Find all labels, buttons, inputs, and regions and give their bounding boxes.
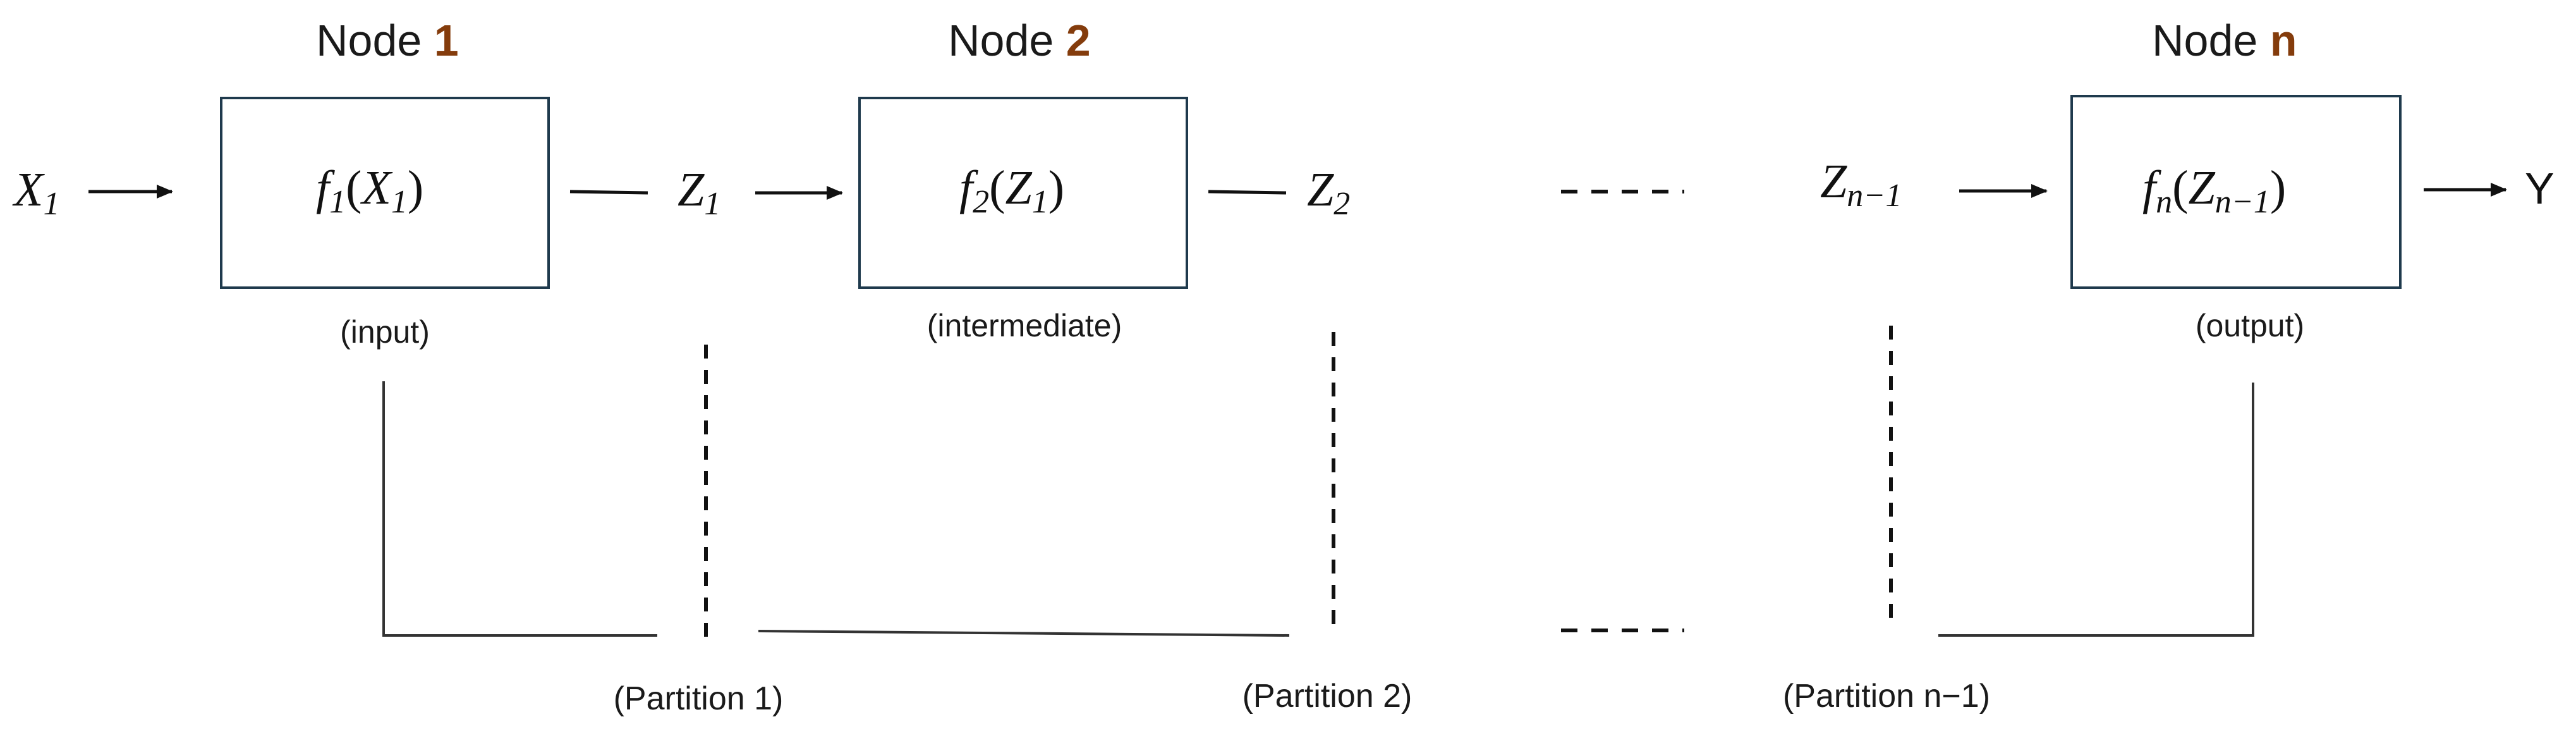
partition-label-2: (Partition 2)	[1242, 678, 1413, 715]
node-2-box	[858, 97, 1188, 289]
node-n-role: (output)	[2196, 308, 2304, 343]
node-1-number: 1	[434, 16, 459, 65]
intermediate-zn-1: Zn−1	[1820, 155, 1902, 214]
partition-n-bracket	[1938, 383, 2254, 637]
node-n-box	[2070, 95, 2402, 289]
partition-1-bracket	[382, 381, 657, 637]
input-variable: X1	[12, 163, 59, 222]
node-n-number: n	[2270, 16, 2297, 65]
partition-label-n-1: (Partition n−1)	[1783, 678, 1990, 715]
node-2-function: f2(Z1)	[959, 161, 1064, 220]
node-1-function: f1(X1)	[316, 161, 423, 220]
node-2-role: (intermediate)	[927, 308, 1122, 343]
intermediate-z1: Z1	[677, 163, 720, 222]
node-n-function: fn(Zn−1)	[2142, 161, 2286, 220]
intermediate-z2: Z2	[1307, 163, 1350, 222]
node-2-output-line	[1208, 190, 1287, 195]
node-1-title: Node 1	[316, 16, 459, 65]
partition-label-1: (Partition 1)	[614, 680, 784, 717]
node-1-box	[220, 97, 550, 289]
node-n-title: Node n	[2152, 16, 2297, 65]
node-2-title: Node 2	[948, 16, 1091, 65]
node-1-output-line	[569, 190, 648, 195]
node-2-number: 2	[1066, 16, 1091, 65]
node-1-role: (input)	[340, 314, 430, 350]
partition-2-line	[758, 630, 1290, 637]
output-variable: Y	[2525, 164, 2555, 213]
